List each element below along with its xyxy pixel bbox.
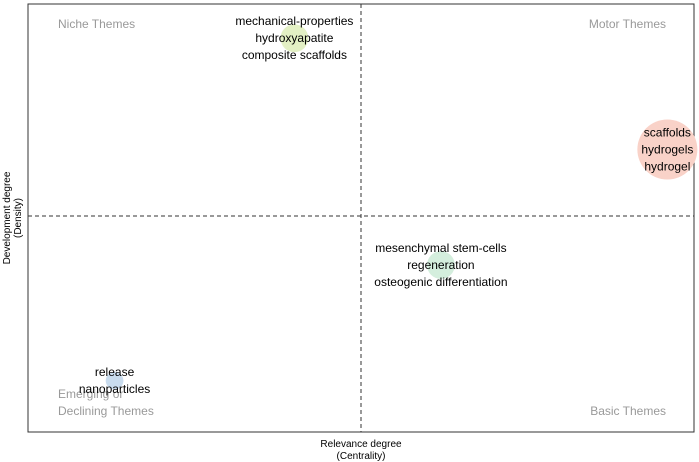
cluster-label: mesenchymal stem-cells [375,241,506,255]
cluster-bubbles [105,24,698,390]
cluster-labels: mechanical-properties hydroxyapatite compo… [79,14,693,396]
cluster-label: composite scaffolds [242,48,347,62]
cluster-bubble [280,24,309,53]
cluster-label: hydrogels [641,143,693,157]
cluster-label: hydroxyapatite [255,31,333,45]
cluster-bubble [427,251,455,279]
cluster-label: osteogenic differentiation [374,275,507,289]
y-axis-title: Development degree [2,171,13,264]
quadrant-label-basic: Basic Themes [590,404,666,418]
cluster-bubble [105,371,124,390]
cluster-label: hydrogel [644,160,690,174]
cluster-label: release [95,365,135,379]
quadrant-label-niche: Niche Themes [58,17,135,31]
y-axis-subtitle: (Density) [13,198,24,238]
cluster-label: scaffolds [644,126,691,140]
x-axis-subtitle: (Centrality) [337,451,386,462]
x-axis-title: Relevance degree [320,439,402,450]
quadrant-label-emerging-line1: Emerging or [58,387,123,401]
cluster-label: regeneration [407,258,474,272]
quadrant-label-motor: Motor Themes [589,17,666,31]
quadrant-label-emerging-line2: Declining Themes [58,404,154,418]
cluster-bubble [637,119,698,180]
cluster-label: mechanical-properties [235,14,353,28]
cluster-label: nanoparticles [79,382,150,396]
